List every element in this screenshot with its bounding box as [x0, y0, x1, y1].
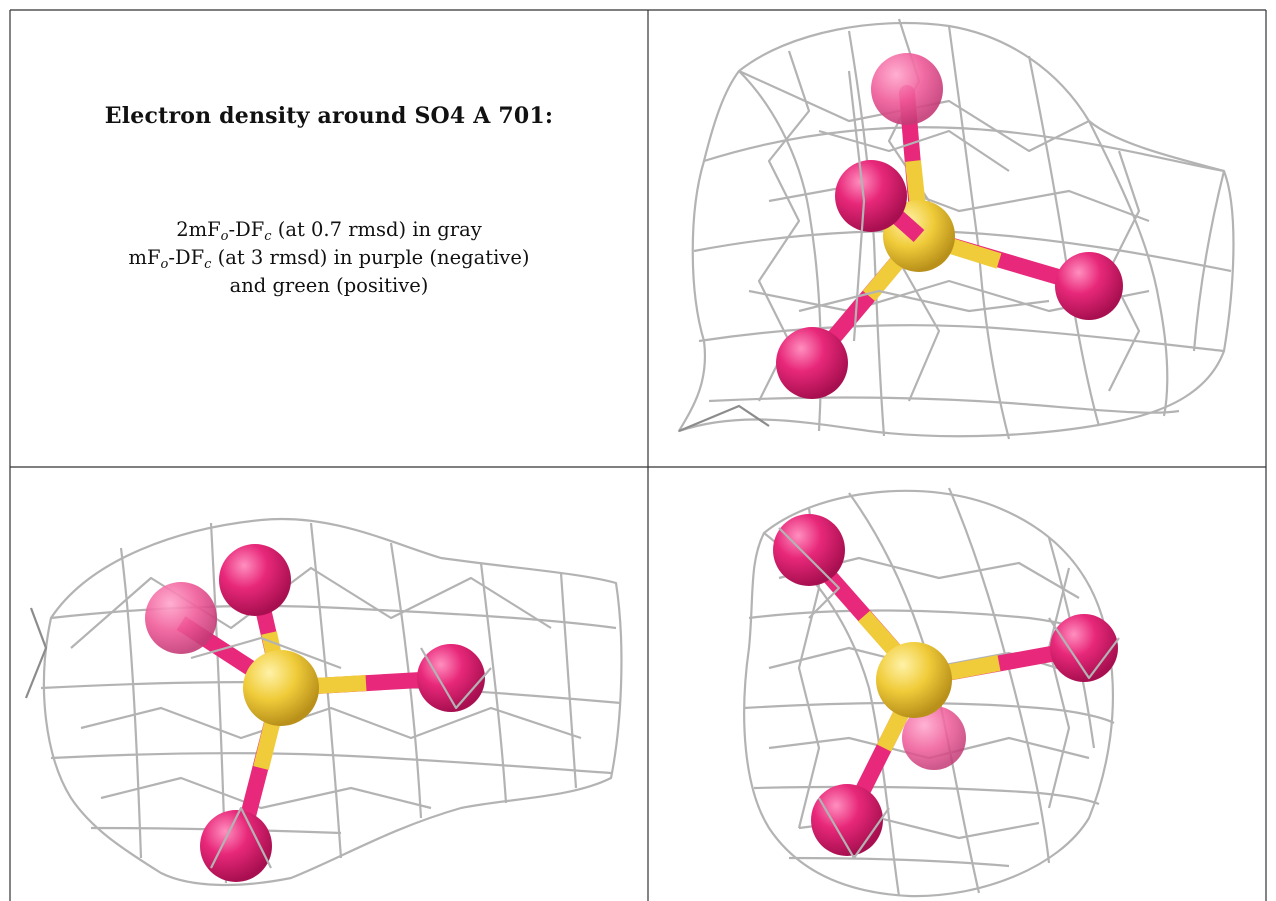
oxygen-atom [417, 644, 485, 712]
sulfate-molecule [773, 514, 1118, 856]
oxygen-atom [200, 810, 272, 882]
oxygen-atom [811, 784, 883, 856]
mesh-overlay [798, 70, 1050, 342]
oxygen-atom [145, 582, 217, 654]
density-mesh [677, 18, 1235, 440]
sulfur-atom [876, 642, 952, 718]
caption-cell: Electron density around SO4 A 701: 2mFo-… [10, 10, 648, 467]
view-top-right [677, 18, 1235, 440]
caption-line-2: mFo-DFc (at 3 rmsd) in purple (negative) [128, 246, 530, 272]
oxygen-atom [1050, 614, 1118, 682]
oxygen-atom [773, 514, 845, 586]
sulfur-atom [243, 650, 319, 726]
mesh-overlay [778, 527, 1120, 860]
oxygen-atom [776, 327, 848, 399]
mesh-overlay [190, 636, 492, 869]
caption-line-3: and green (positive) [229, 274, 429, 297]
oxygen-atom [871, 53, 943, 125]
view-bottom-left [24, 517, 623, 887]
oxygen-atom [835, 160, 907, 232]
caption-line-1: 2mFo-DFc (at 0.7 rmsd) in gray [176, 218, 482, 244]
view-bottom-right [743, 487, 1120, 898]
oxygen-atom [902, 706, 966, 770]
caption-description: 2mFo-DFc (at 0.7 rmsd) in gray mFo-DFc (… [10, 216, 648, 300]
caption-title: Electron density around SO4 A 701: [104, 103, 554, 129]
sulfate-molecule [776, 53, 1123, 399]
oxygen-atom [219, 544, 291, 616]
oxygen-atom [1055, 252, 1123, 320]
density-mesh [24, 517, 623, 887]
